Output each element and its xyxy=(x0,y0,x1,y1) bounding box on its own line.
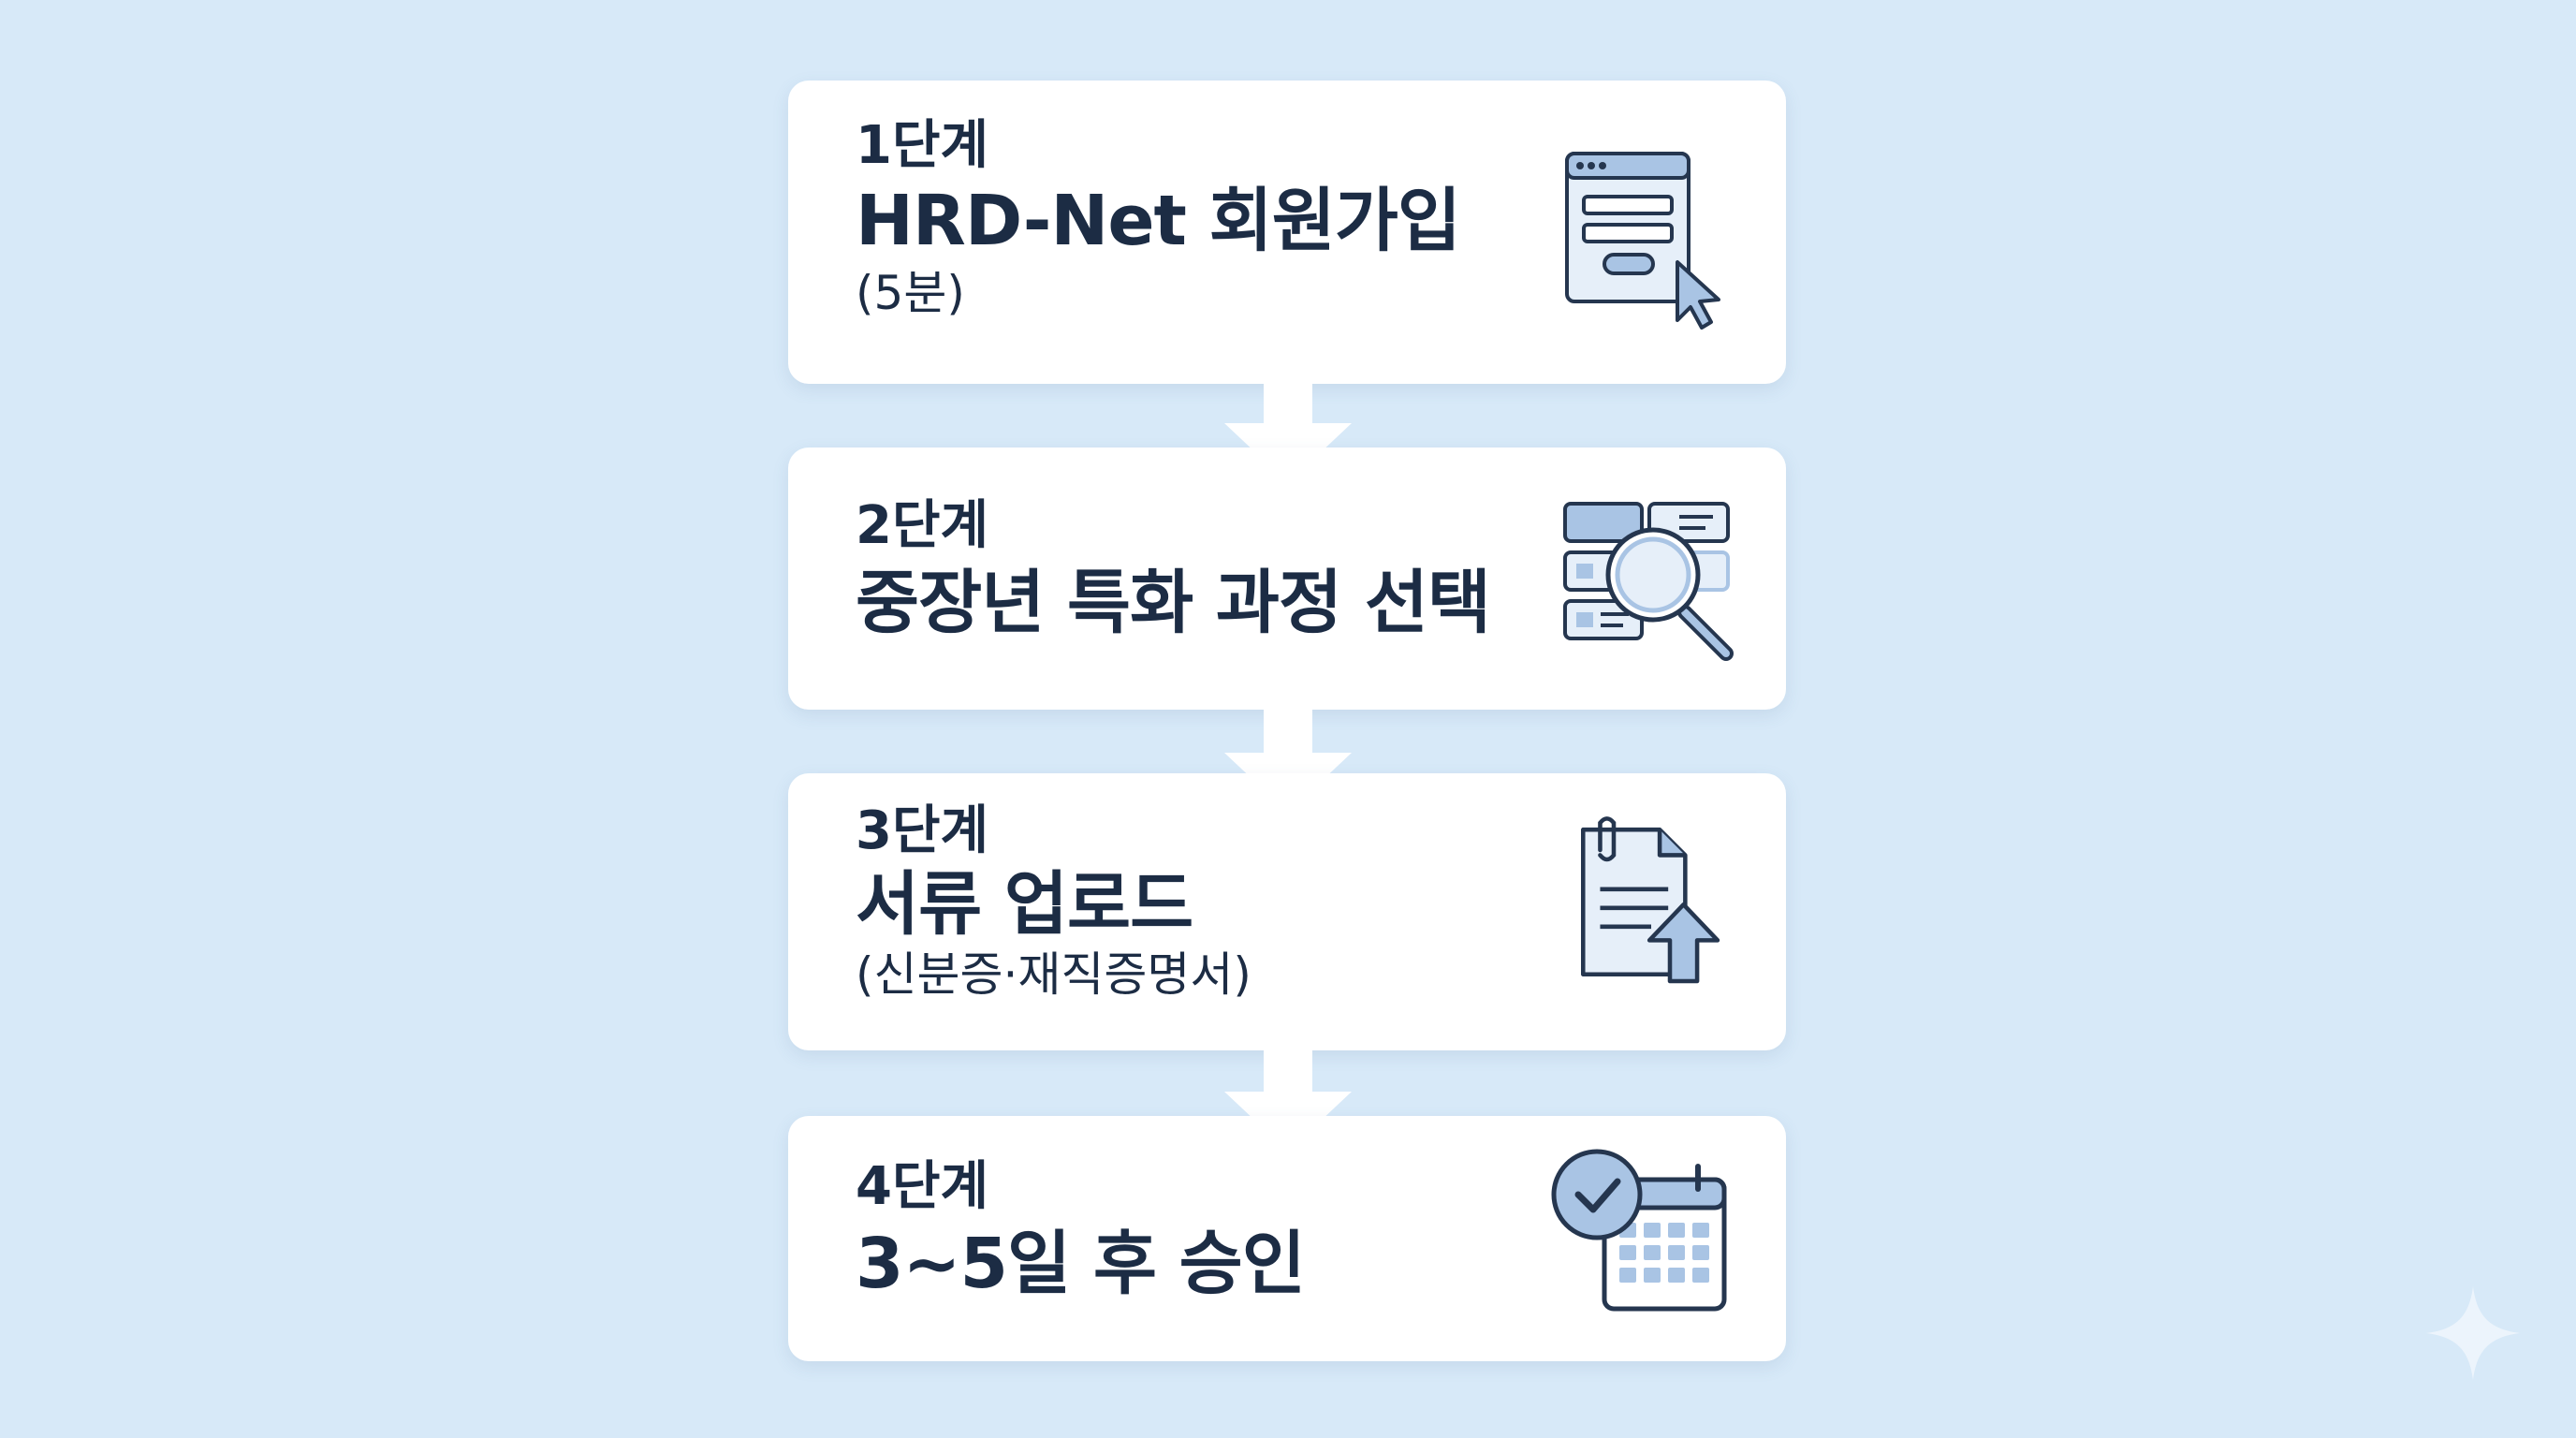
step-label: 1단계 xyxy=(856,115,989,176)
step-label: 3단계 xyxy=(856,800,989,861)
step-subtitle: (5분) xyxy=(856,266,965,321)
step-subtitle: (신분증·재직증명서) xyxy=(856,947,1251,1003)
browser-form-click-icon xyxy=(1565,152,1720,330)
step-title: HRD-Net 회원가입 xyxy=(856,181,1461,262)
step-card-2: 2단계 중장년 특화 과정 선택 xyxy=(788,448,1786,710)
step-title: 중장년 특화 과정 선택 xyxy=(856,563,1491,644)
step-title: 서류 업로드 xyxy=(856,864,1193,946)
step-card-3: 3단계 서류 업로드 (신분증·재직증명서) xyxy=(788,773,1786,1050)
step-card-1: 1단계 HRD-Net 회원가입 (5분) xyxy=(788,81,1786,384)
step-label: 2단계 xyxy=(856,495,989,556)
sparkle-icon xyxy=(2426,1286,2520,1380)
document-upload-icon xyxy=(1581,816,1720,984)
search-list-icon xyxy=(1563,502,1734,661)
step-label: 4단계 xyxy=(856,1156,989,1217)
calendar-check-icon xyxy=(1551,1149,1727,1312)
step-card-4: 4단계 3~5일 후 승인 xyxy=(788,1116,1786,1361)
step-title: 3~5일 후 승인 xyxy=(856,1224,1306,1305)
